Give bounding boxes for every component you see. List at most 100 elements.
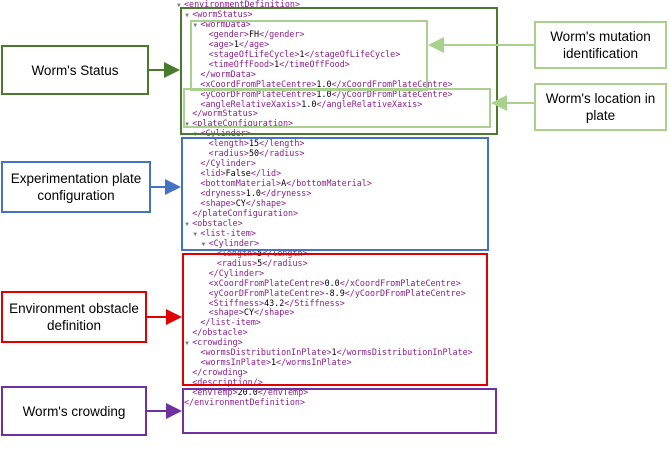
xml-line: <xCoordFromPlateCentre>1.0</xCoordFromPl… <box>200 78 453 89</box>
worm-status-text: Worm's Status <box>31 62 119 78</box>
xml-value: 1 <box>233 38 239 49</box>
xml-line: ▼<plateConfiguration> <box>185 118 294 129</box>
plate-text: Experimentation plate configuration <box>10 171 142 203</box>
xml-line: </crowding> <box>192 367 248 378</box>
xml-close-tag: shape <box>255 198 282 208</box>
obstacle-label: Environment obstacle definition <box>1 291 147 343</box>
xml-line: ▼<wormStatus> <box>185 8 253 19</box>
xml-close-tag: gender <box>269 28 300 39</box>
xml-line: <stageOfLifeCycle>1</stageOfLifeCycle> <box>208 48 401 59</box>
xml-open-tag: length <box>221 247 253 258</box>
plate-label: Experimentation plate configuration <box>1 161 151 213</box>
xml-line: <gender>FH</gender> <box>208 28 305 39</box>
xml-line: <shape>CY</shape> <box>208 307 295 318</box>
xml-open-tag: dryness <box>205 188 241 199</box>
xml-line: <yCoorDFromPlateCentre>1.0</yCoorDFromPl… <box>200 88 453 99</box>
expand-triangle-icon[interactable]: ▼ <box>201 240 206 248</box>
location-label: Worm's location in plate <box>534 83 667 131</box>
xml-close-tag: envTemp <box>267 387 304 398</box>
location-text: Worm's location in plate <box>545 91 656 123</box>
xml-value: 5 <box>257 247 263 258</box>
xml-value: 1.0 <box>301 98 317 109</box>
mutation-text: Worm's mutation identification <box>550 29 651 61</box>
plate-configuration-frame <box>181 137 489 251</box>
xml-close-tag: stageOfLifeCycle <box>314 48 396 59</box>
xml-close-tag: timeOffFood <box>289 58 345 69</box>
xml-open-tag: xCoordFromPlateCentre <box>213 277 320 288</box>
xml-close-tag: obstacle <box>202 327 243 338</box>
expand-triangle-icon[interactable]: ▼ <box>185 340 189 348</box>
xml-line: <dryness>1.0</dryness> <box>200 188 312 199</box>
xml-line: <xCoordFromPlateCentre>0.0</xCoordFromPl… <box>208 277 461 288</box>
xml-open-tag: lid <box>205 168 221 179</box>
xml-line: <length>15</length> <box>208 138 305 149</box>
xml-open-tag: shape <box>213 307 239 318</box>
xml-close-tag: wormsDistributionInPlate <box>346 347 468 358</box>
xml-value: -8.9 <box>324 287 345 298</box>
xml-close-tag: wormData <box>210 68 251 79</box>
xml-line: </Cylinder> <box>208 267 265 278</box>
xml-open-tag: age <box>213 38 229 49</box>
xml-line: <angleRelativeXaxis>1.0</angleRelativeXa… <box>200 98 423 109</box>
xml-value: A <box>281 178 287 189</box>
xml-line: </wormStatus> <box>192 108 258 119</box>
xml-line: ▼<obstacle> <box>185 217 243 228</box>
xml-line: </plateConfiguration> <box>192 207 299 218</box>
xml-close-tag: environmentDefinition <box>194 397 300 407</box>
worm-status-frame <box>180 7 498 135</box>
xml-line: <envTemp>20.0</envTemp> <box>192 387 309 398</box>
expand-triangle-icon[interactable]: ▼ <box>193 230 198 238</box>
xml-line: <length>5</length> <box>216 247 308 258</box>
xml-line: <radius>5</radius> <box>216 257 308 268</box>
xml-close-tag: plateConfiguration <box>202 207 294 218</box>
expand-triangle-icon[interactable]: ▼ <box>185 11 189 19</box>
crowding-frame <box>182 388 497 434</box>
xml-value: FH <box>248 28 260 39</box>
xml-open-tag: xCoordFromPlateCentre <box>205 78 312 89</box>
xml-value: 1.0 <box>316 88 332 99</box>
xml-value: 1 <box>274 58 280 69</box>
xml-open-tag: wormsDistributionInPlate <box>205 347 327 358</box>
xml-line: <Stiffness>43.2</Stiffness> <box>208 297 345 308</box>
xml-line: </wormData> <box>200 68 256 79</box>
xml-line: </obstacle> <box>192 327 248 338</box>
xml-close-tag: age <box>248 38 265 49</box>
xml-close-tag: list-item <box>210 317 256 328</box>
xml-line: </list-item> <box>200 317 261 328</box>
xml-open-tag: description/ <box>197 377 258 388</box>
xml-value: 43.2 <box>264 297 285 308</box>
xml-value: 50 <box>248 148 260 159</box>
xml-value: False <box>225 168 251 179</box>
xml-close-tag: shape <box>264 307 290 318</box>
xml-line: <wormsInPlate>1</wormsInPlate> <box>200 357 352 368</box>
xml-open-tag: obstacle <box>197 217 238 228</box>
xml-value: CY <box>235 198 246 208</box>
crowding-label: Worm's crowding <box>1 386 147 436</box>
xml-line: </environmentDefinition> <box>184 397 306 407</box>
xml-close-tag: xCoordFromPlateCentre <box>349 277 456 288</box>
xml-close-tag: wormsInPlate <box>286 357 347 368</box>
worm-data-frame <box>190 20 428 91</box>
expand-triangle-icon[interactable]: ▼ <box>185 121 189 129</box>
xml-close-tag: dryness <box>271 188 307 199</box>
xml-line: <description/> <box>192 377 263 388</box>
xml-line: ▼<crowding> <box>185 337 243 348</box>
expand-triangle-icon[interactable]: ▼ <box>185 220 189 228</box>
xml-open-tag: stageOfLifeCycle <box>213 48 295 59</box>
xml-open-tag: bottomMaterial <box>205 178 277 189</box>
xml-line: ▼<wormData> <box>193 18 251 29</box>
expand-triangle-icon[interactable]: ▼ <box>193 21 198 29</box>
xml-close-tag: radius <box>272 257 303 268</box>
xml-open-tag: timeOffFood <box>213 58 270 69</box>
expand-triangle-icon[interactable]: ▼ <box>177 2 181 9</box>
xml-open-tag: envTemp <box>197 387 233 398</box>
xml-line: <age>1</age> <box>208 38 270 49</box>
xml-close-tag: radius <box>269 148 300 159</box>
xml-close-tag: yCoorDFromPlateCentre <box>341 88 448 99</box>
xml-value: 20.0 <box>237 387 258 398</box>
xml-close-tag: Stiffness <box>294 297 340 308</box>
mutation-label: Worm's mutation identification <box>534 21 667 69</box>
crowding-text: Worm's crowding <box>22 403 126 419</box>
xml-line: <timeOffFood>1</timeOffFood> <box>208 58 350 69</box>
